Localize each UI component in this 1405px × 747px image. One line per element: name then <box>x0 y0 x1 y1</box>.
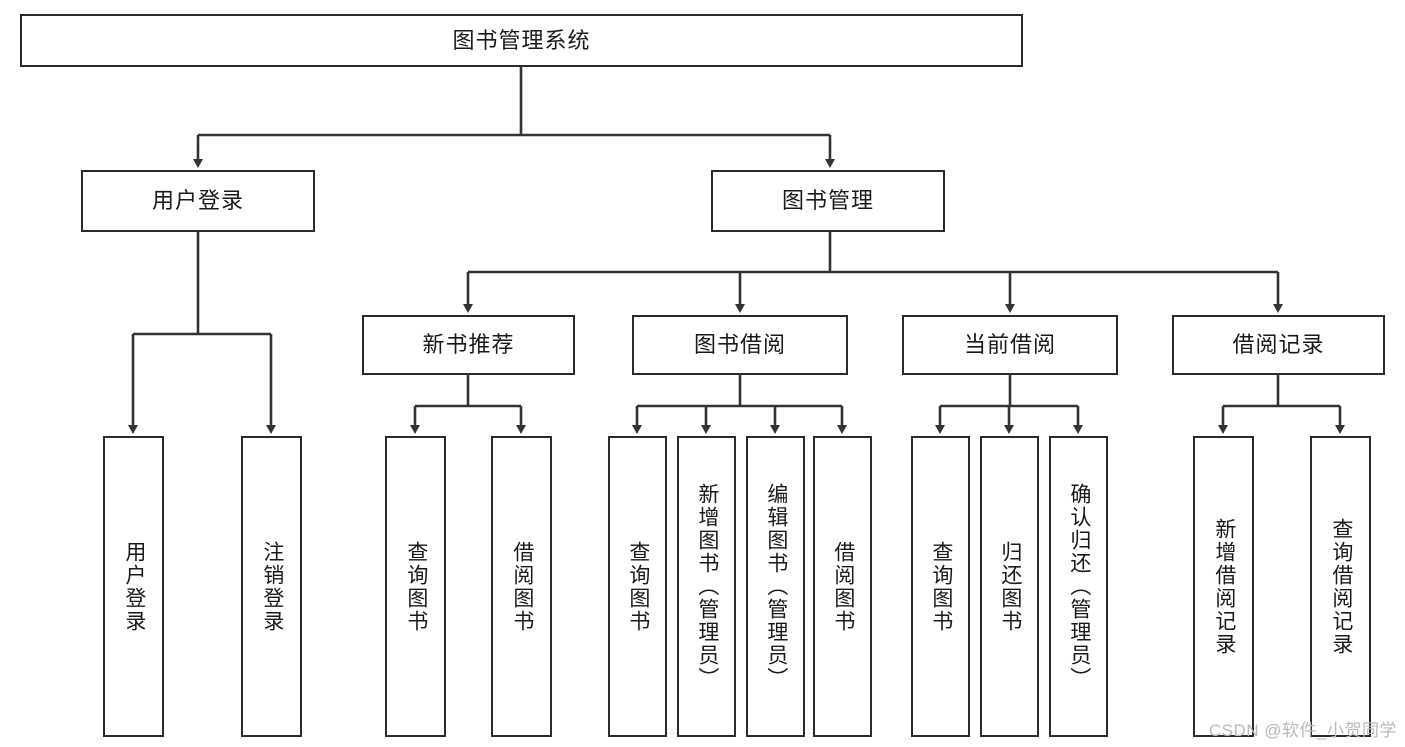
node-borrow-records-label: 借阅记录 <box>1232 332 1325 358</box>
leaf-edit-book-admin[interactable]: 编辑图书（管理员） <box>746 436 805 737</box>
leaf-logout-label: 注销登录 <box>260 540 284 633</box>
leaf-borrow-book-borrow[interactable]: 借阅图书 <box>813 436 872 737</box>
leaf-logout[interactable]: 注销登录 <box>241 436 302 737</box>
leaf-add-book-admin[interactable]: 新增图书（管理员） <box>677 436 736 737</box>
leaf-return-book-label: 归还图书 <box>998 540 1022 633</box>
leaf-edit-book-admin-label: 编辑图书（管理员） <box>764 483 788 690</box>
leaf-query-book-newbook-label: 查询图书 <box>404 540 428 633</box>
leaf-add-book-admin-label: 新增图书（管理员） <box>695 483 719 690</box>
leaf-user-login[interactable]: 用户登录 <box>103 436 164 737</box>
node-new-book-recommend-label: 新书推荐 <box>422 332 515 358</box>
node-root-label: 图书管理系统 <box>452 27 591 53</box>
leaf-query-book-borrow[interactable]: 查询图书 <box>608 436 667 737</box>
leaf-add-borrow-record[interactable]: 新增借阅记录 <box>1193 436 1254 737</box>
leaf-confirm-return-admin-label: 确认归还（管理员） <box>1067 483 1091 690</box>
leaf-query-book-current-label: 查询图书 <box>929 540 953 633</box>
leaf-user-login-label: 用户登录 <box>122 540 146 633</box>
csdn-watermark: CSDN @软件_小贺同学 <box>1208 721 1397 740</box>
leaf-query-book-current[interactable]: 查询图书 <box>911 436 970 737</box>
node-borrow-records[interactable]: 借阅记录 <box>1172 315 1385 375</box>
node-current-borrow[interactable]: 当前借阅 <box>902 315 1118 375</box>
leaf-borrow-book-newbook-label: 借阅图书 <box>510 540 534 633</box>
node-user-login-label: 用户登录 <box>151 188 244 214</box>
node-book-borrow[interactable]: 图书借阅 <box>632 315 848 375</box>
node-current-borrow-label: 当前借阅 <box>963 332 1056 358</box>
leaf-query-book-borrow-label: 查询图书 <box>626 540 650 633</box>
leaf-confirm-return-admin[interactable]: 确认归还（管理员） <box>1049 436 1108 737</box>
leaf-borrow-book-newbook[interactable]: 借阅图书 <box>491 436 552 737</box>
leaf-borrow-book-borrow-label: 借阅图书 <box>831 540 855 633</box>
leaf-add-borrow-record-label: 新增借阅记录 <box>1212 517 1236 656</box>
leaf-query-borrow-record-label: 查询借阅记录 <box>1329 517 1353 656</box>
leaf-query-borrow-record[interactable]: 查询借阅记录 <box>1310 436 1371 737</box>
node-book-borrow-label: 图书借阅 <box>693 332 786 358</box>
node-book-management[interactable]: 图书管理 <box>711 170 945 232</box>
leaf-query-book-newbook[interactable]: 查询图书 <box>385 436 446 737</box>
node-root[interactable]: 图书管理系统 <box>20 14 1023 67</box>
leaf-return-book[interactable]: 归还图书 <box>980 436 1039 737</box>
node-book-management-label: 图书管理 <box>781 188 874 214</box>
node-user-login[interactable]: 用户登录 <box>81 170 315 232</box>
node-new-book-recommend[interactable]: 新书推荐 <box>362 315 575 375</box>
